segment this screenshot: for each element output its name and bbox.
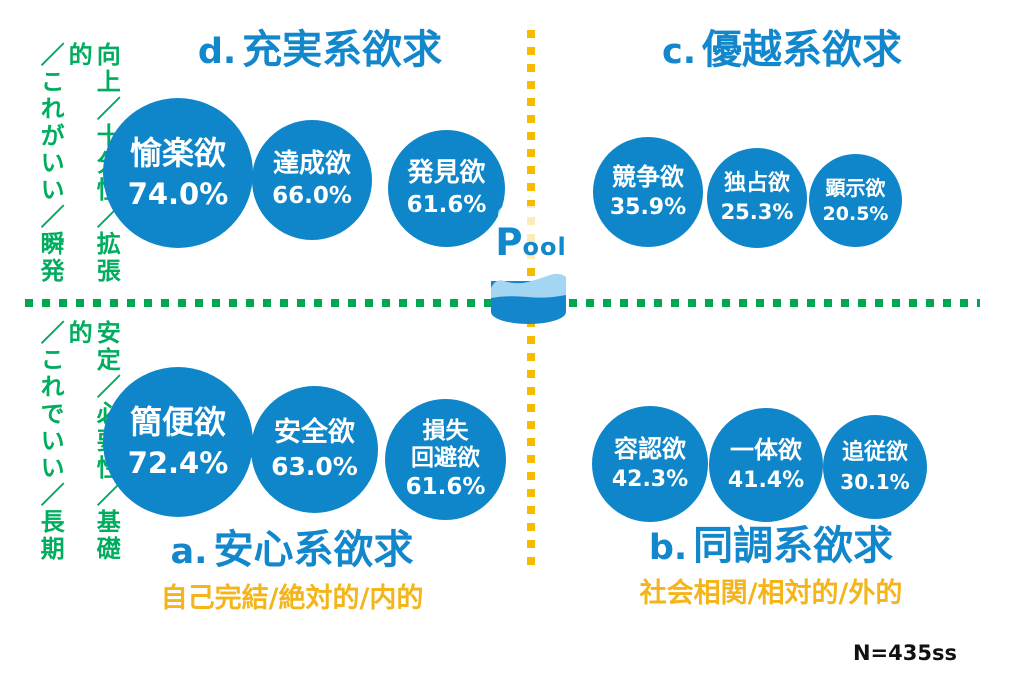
bubble-value: 72.4% [127,445,229,480]
bubble-value: 61.6% [406,191,487,218]
pool-logo-text: ool [522,232,567,261]
bubble-value: 20.5% [822,202,889,225]
pool-tank-icon [491,273,566,324]
desire-bubble-ittai: 一体欲 41.4% [709,408,823,522]
desire-bubble-sonshitsu-kaihi: 損失 回避欲 61.6% [385,399,506,520]
bubble-label: 達成欲 [272,149,351,180]
bubble-label: 顕示欲 [825,175,886,200]
quadrant-title-text: 同調系欲求 [693,523,894,569]
pool-logo-text: P [495,220,523,264]
bubble-label: 容認欲 [614,434,686,463]
bubble-value: 66.0% [272,183,352,210]
bubble-value: 30.1% [840,469,910,494]
bubble-label: 独占欲 [723,170,790,196]
quadrant-title-d: d.充実系欲求 [120,28,520,72]
bubble-label: 簡便欲 [129,403,226,442]
bubble-label: 回避欲 [411,444,480,471]
desire-bubble-kenji: 顕示欲 20.5% [809,154,902,247]
bubble-value: 61.6% [405,474,486,501]
bubble-value: 42.3% [611,466,689,492]
desire-bubble-hakken: 発見欲 61.6% [388,130,505,247]
bubble-label: 安全欲 [274,416,355,448]
bubble-label: 損失 [422,417,469,444]
bubble-label: 競争欲 [612,162,684,191]
desire-bubble-tsuijuu: 追従欲 30.1% [823,415,927,519]
desire-bubble-tassei: 達成欲 66.0% [252,120,372,240]
bubble-label: 発見欲 [407,157,486,188]
quadrant-title-text: 充実系欲求 [242,27,443,73]
quadrant-title-text: 優越系欲求 [702,27,903,73]
bubble-label: 追従欲 [841,440,908,466]
bubble-label: 愉楽欲 [129,134,226,173]
quadrant-letter: b. [648,528,688,568]
quadrant-title-text: 安心系欲求 [213,527,414,573]
sample-size-note: N=435ss [852,641,957,665]
quadrant-letter: c. [661,32,697,72]
bubble-value: 63.0% [271,452,358,482]
desire-bubble-kanben: 簡便欲 72.4% [103,367,253,517]
desire-bubble-kyoso: 競争欲 35.9% [593,137,703,247]
bubble-value: 41.4% [727,467,805,493]
bubble-value: 25.3% [720,200,794,225]
quadrant-letter: d. [197,32,237,72]
desire-bubble-yonin: 容認欲 42.3% [592,406,708,522]
axis-caption-line: ／これがいい／瞬発 [36,42,65,285]
desire-bubble-yuraku: 愉楽欲 74.0% [103,98,253,248]
quadrant-subtitle-a: 自己完結/絶対的/内的 [160,583,424,614]
axis-caption-line: ／これでいい／長期 [36,320,65,563]
bubble-value: 35.9% [609,194,687,220]
desire-bubble-anzen: 安全欲 63.0% [251,386,378,513]
bubble-label: 一体欲 [730,435,802,464]
bubble-value: 74.0% [127,176,229,211]
quadrant-title-c: c.優越系欲求 [582,28,982,72]
quadrant-subtitle-b: 社会相関/相対的/外的 [639,578,903,609]
quadrant-title-b: b.同調系欲求 [571,524,971,568]
quadrant-title-a: a.安心系欲求 [92,528,492,572]
desire-bubble-dokusen: 独占欲 25.3% [707,148,807,248]
quadrant-letter: a. [170,532,208,572]
